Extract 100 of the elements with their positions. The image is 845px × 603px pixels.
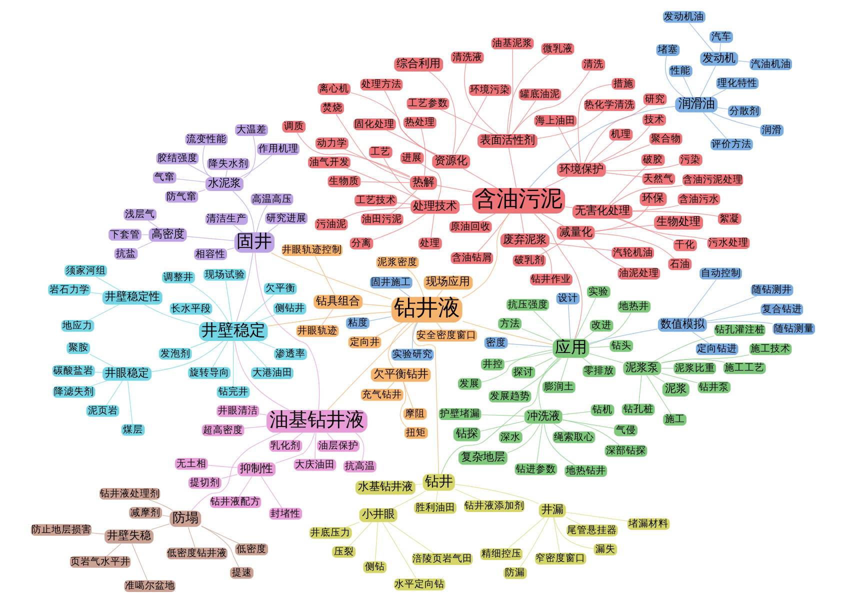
node-box: 污油泥 [314,218,348,230]
node-box: 表面活性剂 [477,134,537,148]
node-box: 岩石力学 [48,284,90,296]
connector [512,100,536,134]
connector [682,76,693,98]
connector [738,60,750,62]
connector [234,340,289,410]
connector [508,517,544,549]
connector [420,163,441,200]
connector [508,148,516,188]
connector [507,343,552,348]
node-box: 泥浆比重 [673,362,716,374]
connector [375,322,402,337]
node-box: 油基泥浆 [490,38,534,50]
connector [226,248,234,250]
node-box: 进展 [400,152,424,164]
connector [552,517,560,554]
node-box: 流变性能 [184,134,228,146]
node-box: 分散剂 [728,106,760,118]
connector [632,210,718,217]
connector [200,526,239,568]
connector [618,218,674,241]
connector [533,213,582,340]
connector [256,314,276,322]
node-box: 定向井 [348,336,381,348]
connector [346,168,420,200]
connector [532,310,562,340]
connector [660,354,749,364]
node-box: 绳索取心 [552,431,595,444]
node-box: 发展趋势 [488,390,531,402]
node-box: 复合钻进 [760,304,803,316]
node-box: 井壁失稳 [104,530,154,544]
node-box: 含油污泥 [472,188,565,214]
node-box: 综合利用 [394,58,443,72]
node-box: 低密度 [234,544,268,556]
connector [270,252,392,300]
node-box: 井眼清洁 [216,405,259,417]
connector [224,169,228,178]
node-box: 生物处理 [654,216,703,230]
node-box: 井眼稳定 [102,366,152,381]
connector [504,352,552,362]
connector [520,328,552,342]
node-box: 污染 [678,154,702,166]
connector [464,63,498,134]
node-box: 钻具组合 [313,294,362,309]
node-box: 须家河组 [64,264,106,277]
node-box: 钻头 [609,340,633,352]
connector [190,432,281,512]
node-box: 方法 [498,318,521,330]
connector [544,176,568,188]
connector [348,522,372,546]
connector [399,381,406,428]
connector [461,213,509,298]
node-box: 井眼轨迹 [296,325,338,337]
connector [368,316,392,322]
node-box: 热化学清洗 [584,99,635,111]
connector [207,464,238,468]
node-box: 渗透率 [274,348,306,360]
connector [150,340,223,372]
node-box: 旋转导向 [188,367,230,379]
connector [201,314,216,322]
node-box: 钻进参数 [514,463,557,476]
node-box: 设计 [556,292,580,304]
connector [462,168,496,188]
node-box: 作用机理 [256,143,299,155]
node-box: 探讨 [511,366,535,378]
connector [664,56,684,98]
node-box: 气侵 [614,424,637,436]
node-box: 低密度钻井液 [166,548,227,560]
node-box: 清洗液 [450,52,484,64]
node-box: 气窜 [152,172,176,184]
node-box: 抗盐 [114,248,138,260]
node-box: 井底压力 [308,527,352,539]
connector [699,66,716,98]
node-box: 深部钻探 [604,445,647,457]
node-box: 防气窜 [164,190,198,203]
node-box: 欠平衡 [263,282,296,295]
connector [326,322,414,410]
node-box: 护壁堵漏 [438,408,481,420]
connector [706,321,773,324]
connector [582,331,594,340]
node-box: 絮凝 [717,213,741,225]
node-box: 实验 [586,286,610,298]
node-box: 无土相 [174,458,208,470]
node-box: 水泥浆 [204,177,243,192]
node-box: 冲洗液 [524,410,562,424]
connector [382,522,416,579]
node-box: 长水平段 [169,302,212,315]
node-box: 钻井 [422,474,454,491]
connector [388,522,434,554]
connector [588,346,610,348]
connector [372,213,426,240]
connector [267,311,392,326]
node-box: 钻完井 [216,386,250,398]
connector [335,114,410,180]
connector [144,304,199,326]
connector [88,354,114,368]
node-box: 含油污水 [677,193,720,206]
connector [148,499,173,512]
node-box: 胶结强度 [156,152,198,164]
